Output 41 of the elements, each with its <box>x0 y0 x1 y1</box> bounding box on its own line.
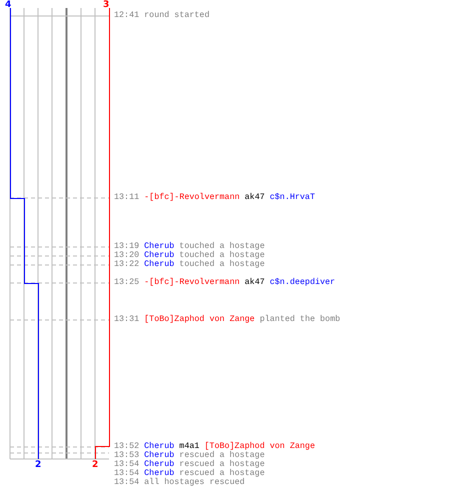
timestamp: 13:25 <box>114 277 140 287</box>
event-text: rescued a hostage <box>179 450 265 460</box>
player-name: Cherub <box>144 250 174 260</box>
player-name: c$n.HrvaT <box>270 192 315 202</box>
event-text: all hostages rescued <box>144 477 245 487</box>
player-name: Cherub <box>144 241 174 251</box>
timestamp: 13:54 <box>114 477 140 487</box>
player-name: -[bfc]-Revolvermann <box>144 192 240 202</box>
timestamp: 13:19 <box>114 241 140 251</box>
event-text: rescued a hostage <box>179 459 265 469</box>
timestamp: 13:31 <box>114 314 140 324</box>
player-name: Cherub <box>144 468 174 478</box>
timestamp: 13:11 <box>114 192 140 202</box>
player-name: Cherub <box>144 441 174 451</box>
timestamp: 12:41 <box>114 10 140 20</box>
timestamp: 13:22 <box>114 259 140 269</box>
event-text: round started <box>144 10 210 20</box>
timestamp: 13:54 <box>114 468 140 478</box>
player-name: [ToBo]Zaphod von Zange <box>204 441 315 451</box>
player-name: [ToBo]Zaphod von Zange <box>144 314 255 324</box>
player-name: Cherub <box>144 450 174 460</box>
weapon-name: ak47 <box>244 277 265 287</box>
timestamp: 13:52 <box>114 441 140 451</box>
weapon-name: ak47 <box>244 192 265 202</box>
player-count: 3 <box>103 0 110 10</box>
event-text: rescued a hostage <box>179 468 265 478</box>
event-text: touched a hostage <box>179 259 265 269</box>
player-name: -[bfc]-Revolvermann <box>144 277 240 287</box>
player-name: c$n.deepdiver <box>270 277 336 287</box>
player-name: Cherub <box>144 459 174 469</box>
weapon-name: m4a1 <box>179 441 200 451</box>
timestamp: 13:53 <box>114 450 140 460</box>
event-text: touched a hostage <box>179 250 265 260</box>
timestamp: 13:20 <box>114 250 140 260</box>
event-text: touched a hostage <box>179 241 265 251</box>
timestamp: 13:54 <box>114 459 140 469</box>
player-name: Cherub <box>144 259 174 269</box>
player-count: 2 <box>35 460 42 470</box>
event-text: planted the bomb <box>260 314 340 324</box>
player-count: 2 <box>92 460 98 470</box>
player-count: 4 <box>5 0 12 10</box>
